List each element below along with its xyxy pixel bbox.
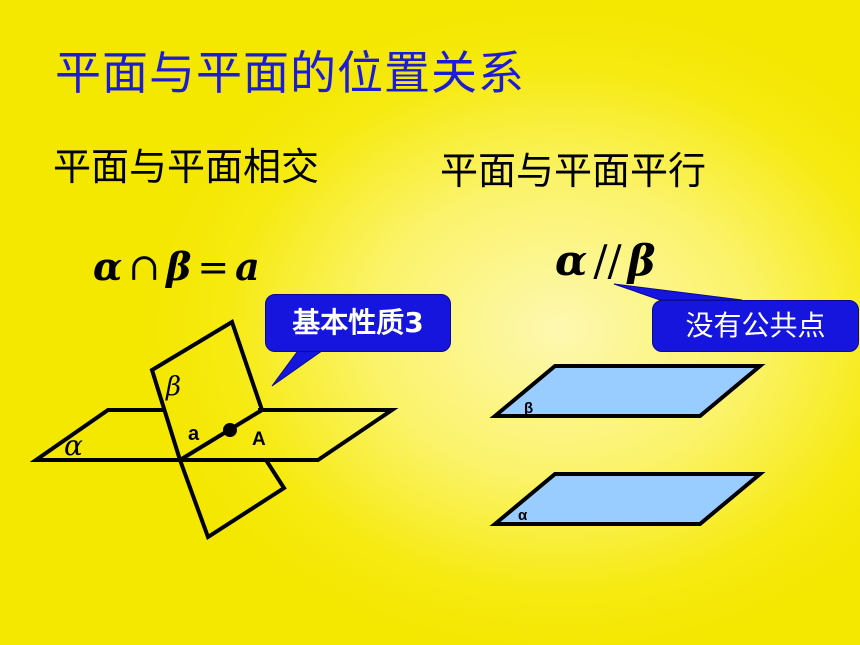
bottom-plane-label: α (518, 507, 528, 524)
top-plane-label: β (524, 400, 533, 417)
parallel-plane-top (489, 364, 766, 418)
formula-beta: β (627, 236, 656, 285)
alpha-label: α (64, 429, 83, 462)
intersect-formula: α∩β=a (93, 245, 260, 289)
formula-cap: ∩ (128, 245, 161, 289)
formula-parallel: // (593, 236, 622, 285)
point-a-label: A (252, 429, 266, 450)
no-common-point-callout: 没有公共点 (652, 300, 859, 352)
formula-beta: β (166, 244, 192, 289)
intersect-heading: 平面与平面相交 (53, 145, 320, 189)
alpha-plane-edge (29, 408, 399, 462)
formula-a: a (235, 244, 260, 289)
callout-right-tail (613, 283, 743, 301)
parallel-plane-bottom (489, 472, 766, 526)
formula-eq: = (197, 245, 230, 289)
property-callout: 基本性质3 (265, 294, 451, 352)
page-title: 平面与平面的位置关系 (55, 46, 525, 100)
callout-left-tail (271, 347, 328, 387)
beta-plane-edge-lower (178, 458, 287, 541)
beta-plane-edge-upper (149, 319, 264, 461)
formula-alpha: α (555, 236, 588, 285)
formula-alpha: α (93, 244, 123, 289)
parallel-formula: α//β (555, 240, 656, 282)
line-a-label: a (188, 423, 200, 445)
point-a-dot (223, 423, 237, 437)
parallel-heading: 平面与平面平行 (440, 149, 707, 193)
intersection-line (178, 408, 264, 462)
intersecting-planes (29, 319, 399, 541)
beta-label: β (165, 372, 181, 402)
